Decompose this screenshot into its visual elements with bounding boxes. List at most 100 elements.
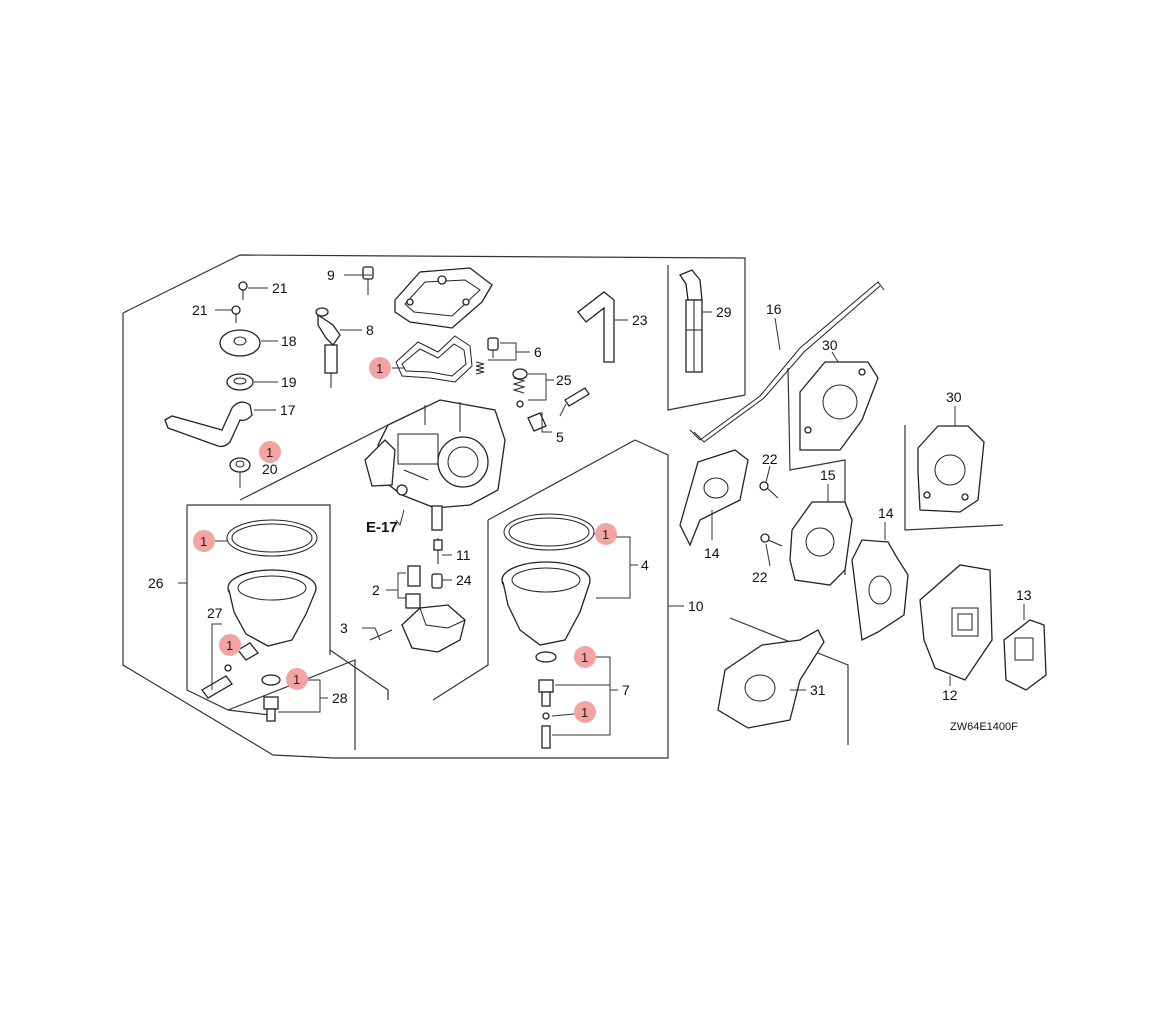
bolt-7 xyxy=(538,679,554,707)
svg-text:1: 1 xyxy=(581,650,588,665)
callout-31: 31 xyxy=(810,682,826,698)
reference-e17: E-17 xyxy=(366,519,398,536)
screw-5a xyxy=(564,387,590,407)
callout-6: 6 xyxy=(534,344,542,360)
callout-20: 20 xyxy=(262,461,278,477)
svg-text:1: 1 xyxy=(266,445,273,460)
svg-text:1: 1 xyxy=(200,534,207,549)
callout-5: 5 xyxy=(556,429,564,445)
insulator-30b xyxy=(917,425,985,513)
svg-text:1: 1 xyxy=(602,527,609,542)
gasket-15 xyxy=(789,501,853,586)
marker-screw-27: 1 xyxy=(219,634,241,656)
gasket-31 xyxy=(717,629,825,729)
screw-9 xyxy=(362,266,374,295)
callout-17: 17 xyxy=(280,402,296,418)
callout-18: 18 xyxy=(281,333,297,349)
spring-6 xyxy=(475,361,485,375)
callout-29: 29 xyxy=(716,304,732,320)
callout-2: 2 xyxy=(372,582,380,598)
needle-11 xyxy=(433,538,443,564)
callout-21-upper: 21 xyxy=(272,280,288,296)
rod-8 xyxy=(315,307,341,388)
seal-19 xyxy=(226,373,254,391)
lever-17 xyxy=(164,401,253,448)
svg-text:1: 1 xyxy=(226,638,233,653)
gasket-13 xyxy=(1003,619,1047,691)
callout-25: 25 xyxy=(556,372,572,388)
callout-24: 24 xyxy=(456,572,472,588)
callout-14-lower: 14 xyxy=(704,545,720,561)
marker-gasket-4: 1 xyxy=(595,523,617,545)
highlight-markers: 1 1 1 1 1 1 1 1 xyxy=(193,357,617,723)
callout-10: 10 xyxy=(688,598,704,614)
leader-lines xyxy=(178,274,1025,736)
callout-8: 8 xyxy=(366,322,374,338)
gasket-14b xyxy=(851,539,909,641)
screw-7 xyxy=(541,712,551,749)
callout-27: 27 xyxy=(207,605,223,621)
diagram-code: ZW64E1400F xyxy=(950,721,1018,733)
callout-labels: 9 21 21 8 18 19 17 20 23 29 16 6 25 5 30… xyxy=(148,267,1032,733)
tube-29 xyxy=(679,269,703,373)
nut-20 xyxy=(229,457,251,473)
callout-12: 12 xyxy=(942,687,958,703)
svg-text:1: 1 xyxy=(293,672,300,687)
insulator-30a xyxy=(799,361,879,451)
callout-4: 4 xyxy=(641,557,649,573)
gasket-top xyxy=(395,335,473,383)
marker-screw-7: 1 xyxy=(574,701,596,723)
bolt-22a xyxy=(759,481,779,499)
screw-5b xyxy=(527,412,547,432)
callout-28: 28 xyxy=(332,690,348,706)
adapter-12 xyxy=(919,564,993,681)
screw-6 xyxy=(487,337,499,358)
callout-11: 11 xyxy=(456,547,471,563)
gasket-14a xyxy=(679,449,749,547)
tube-23 xyxy=(577,291,615,363)
callout-3: 3 xyxy=(340,620,348,636)
marker-gasket-top: 1 xyxy=(369,357,391,379)
svg-text:1: 1 xyxy=(376,361,383,376)
callout-26: 26 xyxy=(148,575,164,591)
bolt-22b xyxy=(760,533,783,547)
float-bowl-4 xyxy=(501,561,591,646)
boundary-frames xyxy=(122,254,1004,759)
screw-27 xyxy=(201,664,233,699)
gasket-26 xyxy=(226,519,318,557)
callout-13: 13 xyxy=(1016,587,1032,603)
top-cover xyxy=(394,267,493,329)
float-3 xyxy=(369,604,466,653)
float-bowl-26 xyxy=(227,569,317,661)
washer-7 xyxy=(535,651,557,663)
carburetor-body xyxy=(364,399,506,531)
jet-2b xyxy=(405,593,421,609)
parts xyxy=(164,266,1047,749)
bolt-28 xyxy=(263,696,279,722)
callout-9: 9 xyxy=(327,267,335,283)
screw-21-lower xyxy=(231,305,241,323)
callout-14-upper: 14 xyxy=(878,505,894,521)
callout-7: 7 xyxy=(622,682,630,698)
wire-16 xyxy=(689,281,885,443)
callout-19: 19 xyxy=(281,374,297,390)
marker-washer-28: 1 xyxy=(286,668,308,690)
marker-gasket-26: 1 xyxy=(193,530,215,552)
callout-22-lower: 22 xyxy=(752,569,768,585)
marker-washer-7: 1 xyxy=(574,646,596,668)
callout-30-left: 30 xyxy=(822,337,838,353)
callout-22-upper: 22 xyxy=(762,451,778,467)
marker-nut-20: 1 xyxy=(259,441,281,463)
callout-16: 16 xyxy=(766,301,782,317)
washer-28 xyxy=(261,674,281,686)
gasket-4 xyxy=(503,513,595,551)
svg-text:1: 1 xyxy=(581,705,588,720)
jet-24 xyxy=(431,573,443,589)
screw-21-upper xyxy=(238,281,248,300)
plate-18 xyxy=(219,329,261,357)
callout-15: 15 xyxy=(820,467,836,483)
callout-21-lower: 21 xyxy=(192,302,208,318)
callout-30-right: 30 xyxy=(946,389,962,405)
callout-23: 23 xyxy=(632,312,648,328)
